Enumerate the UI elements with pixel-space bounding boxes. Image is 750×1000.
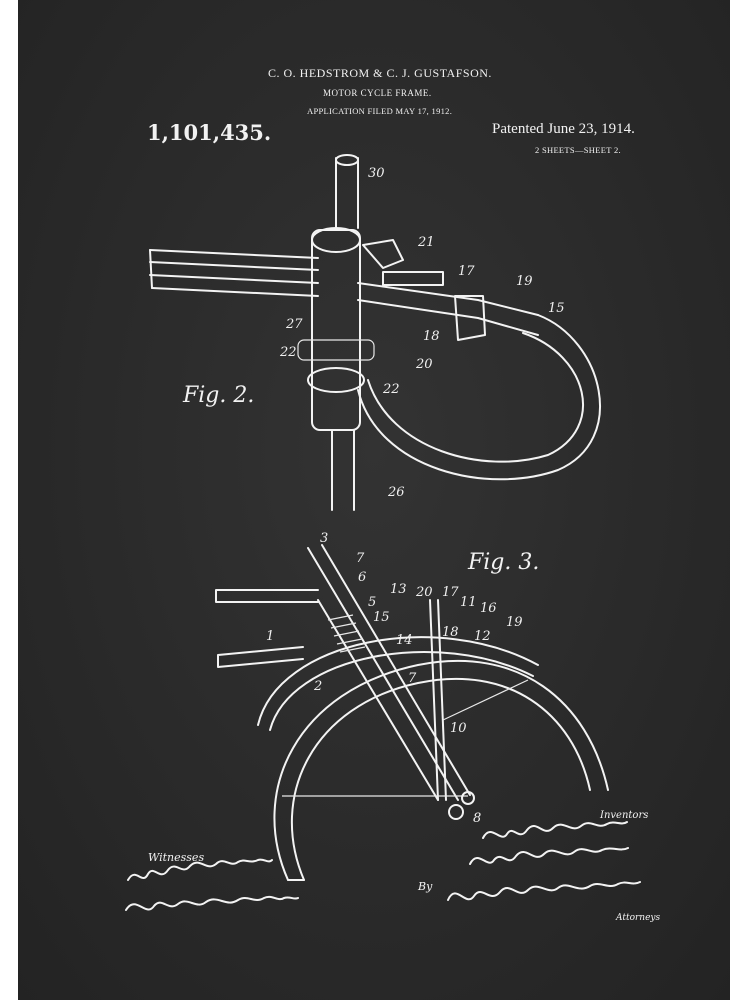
fig2-ref-15: 15 (548, 301, 565, 316)
fig2-ref-30: 30 (368, 166, 385, 181)
fig2-ref-21: 21 (417, 235, 435, 250)
fig2-ref-22b: 22 (382, 382, 400, 397)
witness-signatures (125, 858, 299, 911)
fig3-ref-7a: 7 (356, 551, 365, 566)
fig3-ref-19: 19 (506, 615, 523, 630)
fig3-ref-2: 2 (313, 679, 322, 694)
fig3-ref-1: 1 (266, 629, 274, 644)
fig3-ref-17: 17 (442, 585, 459, 600)
patent-number: 1,101,435. (147, 120, 272, 145)
fig3-ref-16: 16 (480, 601, 497, 616)
fig3-ref-20: 20 (415, 585, 433, 600)
attorney-signature (447, 881, 641, 901)
fig3-ref-14: 14 (396, 633, 413, 648)
fig3-label: Fig. 3. (468, 550, 540, 575)
fig3-ref-11: 11 (460, 595, 477, 610)
fig3-ref-13: 13 (390, 582, 407, 597)
inventor-signatures (469, 821, 629, 865)
fig2-ref-27: 27 (285, 317, 303, 332)
fig3-ref-7b: 7 (408, 671, 417, 686)
patent-drawing: 30 21 17 19 15 18 27 22 20 22 26 (125, 154, 641, 911)
fig2-label: Fig. 2. (183, 383, 255, 408)
fig3-ref-6: 6 (358, 570, 366, 585)
document-title: MOTOR CYCLE FRAME. (323, 88, 432, 98)
fig3-drawing: 3 7 6 5 13 20 17 11 16 19 15 14 18 12 1 … (215, 531, 609, 881)
fig3-ref-8: 8 (473, 811, 481, 826)
fig3-ref-18: 18 (442, 625, 459, 640)
patented-date: Patented June 23, 1914. (492, 121, 635, 137)
fig2-ref-20: 20 (415, 357, 433, 372)
fig2-ref-17: 17 (458, 264, 475, 279)
inventors-title: C. O. HEDSTROM & C. J. GUSTAFSON. (268, 66, 492, 80)
sheet-info: 2 SHEETS—SHEET 2. (535, 145, 621, 155)
fig2-ref-19: 19 (516, 274, 533, 289)
fig2-ref-18: 18 (423, 329, 440, 344)
fig3-ref-15: 15 (373, 610, 390, 625)
witnesses-label: Witnesses (148, 851, 205, 864)
fig3-ref-12: 12 (474, 629, 491, 644)
inventors-label: Inventors (600, 810, 649, 821)
fig3-ref-3: 3 (320, 531, 328, 546)
fig3-ref-10: 10 (450, 721, 467, 736)
patent-sheet: C. O. HEDSTROM & C. J. GUSTAFSON. MOTOR … (18, 0, 730, 1000)
attorneys-label: Attorneys (616, 913, 661, 923)
fig2-drawing: 30 21 17 19 15 18 27 22 20 22 26 (149, 154, 601, 511)
fig2-ref-22a: 22 (279, 345, 297, 360)
application-filed-line: APPLICATION FILED MAY 17, 1912. (307, 106, 453, 116)
by-label: By (418, 880, 433, 893)
fig2-ref-26: 26 (387, 485, 405, 500)
fig3-ref-5: 5 (368, 595, 376, 610)
